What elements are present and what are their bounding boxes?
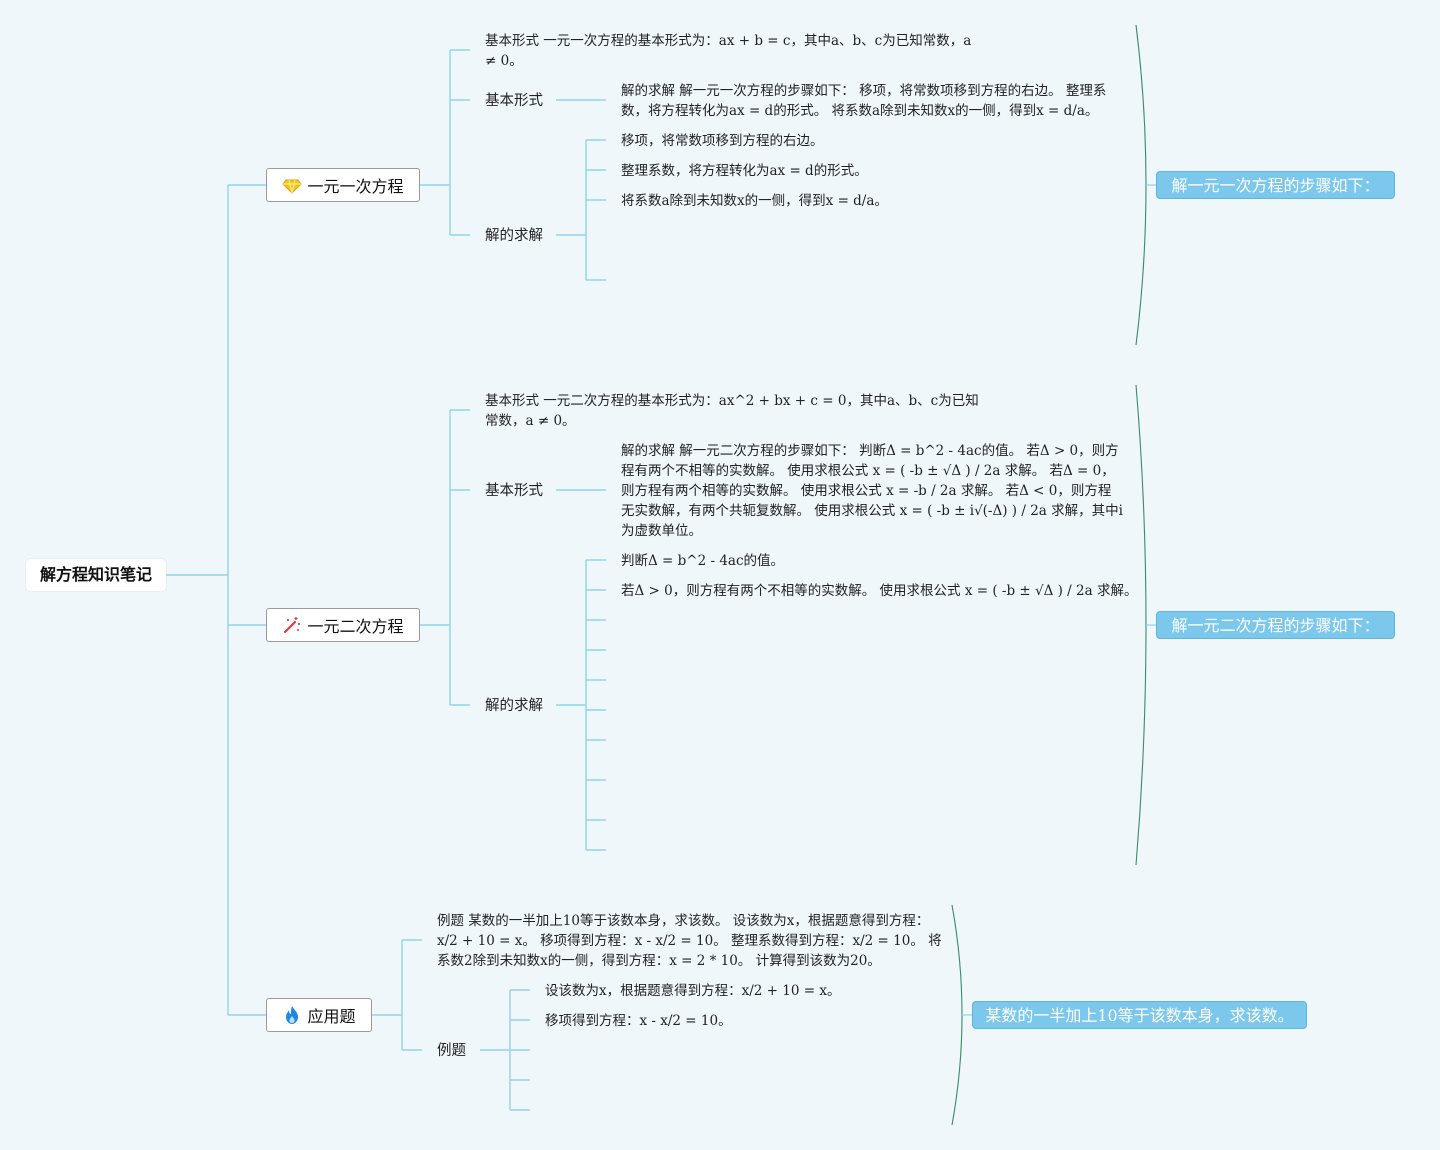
- branch-linear-equation[interactable]: 一元一次方程: [266, 168, 420, 202]
- linear-solve-label[interactable]: 解的求解: [485, 228, 543, 244]
- linear-basic-form-label[interactable]: 基本形式: [485, 93, 543, 109]
- diamond-icon: [282, 175, 303, 195]
- applied-example-text: 例题 某数的一半加上10等于该数本身，求该数。 设该数为x，根据题意得到方程：x…: [437, 913, 942, 969]
- quadratic-solve-label[interactable]: 解的求解: [485, 698, 543, 714]
- quadratic-summary-box[interactable]: 解一元二次方程的步骤如下：: [1156, 611, 1395, 639]
- quadratic-basic-form-text: 基本形式 一元二次方程的基本形式为：ax^2 + bx + c = 0，其中a、…: [485, 393, 979, 429]
- linear-step-2: 整理系数，将方程转化为ax = d的形式。: [621, 163, 868, 179]
- quadratic-step-1: 判断Δ = b^2 - 4ac的值。: [621, 553, 785, 569]
- branch-quadratic-equation[interactable]: 一元二次方程: [266, 608, 420, 642]
- branch-label: 一元二次方程: [307, 617, 404, 636]
- linear-step-1: 移项，将常数项移到方程的右边。: [621, 133, 824, 149]
- quadratic-basic-form-label[interactable]: 基本形式: [485, 483, 543, 499]
- fire-icon: [282, 1005, 302, 1025]
- branch-label: 一元一次方程: [307, 177, 404, 196]
- applied-step-2: 移项得到方程：x - x/2 = 10。: [545, 1013, 732, 1029]
- applied-example-label[interactable]: 例题: [437, 1043, 466, 1059]
- root-node[interactable]: 解方程知识笔记: [26, 559, 166, 591]
- applied-summary-box[interactable]: 某数的一半加上10等于该数本身，求该数。: [972, 1001, 1307, 1029]
- linear-summary-box[interactable]: 解一元一次方程的步骤如下：: [1156, 171, 1395, 199]
- magic-wand-icon: [282, 615, 302, 635]
- linear-solve-description: 解的求解 解一元一次方程的步骤如下： 移项，将常数项移到方程的右边。 整理系数，…: [621, 83, 1107, 119]
- quadratic-step-2: 若Δ > 0，则方程有两个不相等的实数解。 使用求根公式 x = ( -b ± …: [621, 583, 1138, 599]
- applied-step-1: 设该数为x，根据题意得到方程：x/2 + 10 = x。: [545, 983, 841, 999]
- quadratic-solve-description: 解的求解 解一元二次方程的步骤如下： 判断Δ = b^2 - 4ac的值。 若Δ…: [621, 443, 1123, 539]
- linear-basic-form-text: 基本形式 一元一次方程的基本形式为：ax + b = c，其中a、b、c为已知常…: [485, 33, 972, 69]
- linear-step-3: 将系数a除到未知数x的一侧，得到x = d/a。: [621, 193, 888, 209]
- branch-applied-problems[interactable]: 应用题: [266, 998, 372, 1032]
- branch-label: 应用题: [307, 1007, 356, 1026]
